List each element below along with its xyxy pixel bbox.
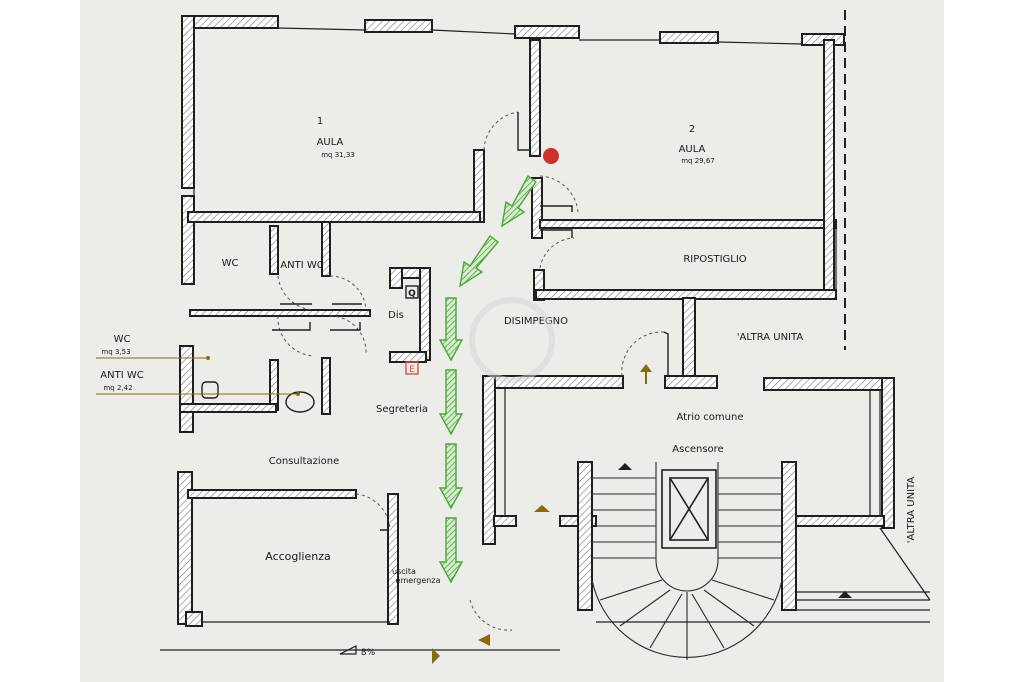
e-box bbox=[405, 361, 419, 375]
wc-label: WC bbox=[222, 258, 239, 269]
sink-fixture bbox=[201, 381, 219, 399]
triangle-icon bbox=[618, 463, 632, 470]
toilet-fixture bbox=[285, 391, 315, 413]
slope-triangle-icon bbox=[339, 645, 357, 655]
aula2-name: AULA bbox=[679, 144, 706, 155]
anti-wc-callout-area: mq 2,42 bbox=[103, 384, 132, 392]
escape-arrow bbox=[438, 443, 464, 510]
exit-label-line2: emergenza bbox=[396, 576, 441, 585]
atrio-label: Atrio comune bbox=[677, 412, 744, 423]
wc-callout-label: WC bbox=[114, 334, 131, 345]
escape-route bbox=[438, 174, 537, 584]
e-box-label: E bbox=[409, 365, 415, 375]
escape-arrow bbox=[438, 517, 464, 584]
wc-callout-area: mq 3,53 bbox=[101, 348, 130, 356]
leader-dot bbox=[296, 392, 300, 396]
walls bbox=[177, 15, 895, 627]
door-swings bbox=[277, 111, 665, 631]
escape-arrow bbox=[438, 369, 464, 436]
dis-label: Dis bbox=[388, 310, 404, 321]
altra-unita-vertical-label: 'ALTRA UNITA bbox=[906, 477, 917, 544]
watermark bbox=[469, 297, 555, 383]
accoglienza-label: Accoglienza bbox=[265, 550, 331, 563]
stairwell bbox=[591, 462, 783, 660]
exit-label-line1: uscita bbox=[392, 567, 416, 576]
consultazione-label: Consultazione bbox=[269, 456, 339, 467]
slope-label: 8% bbox=[361, 648, 376, 658]
escape-arrow bbox=[501, 174, 537, 228]
up-arrow-marker bbox=[640, 364, 652, 384]
door-leaves bbox=[272, 112, 669, 531]
escape-arrow bbox=[438, 297, 464, 362]
q-box bbox=[405, 285, 419, 299]
emergency-marker-icon bbox=[543, 148, 559, 164]
aula2-area: mq 29,67 bbox=[681, 157, 715, 165]
ripostiglio-label: RIPOSTIGLIO bbox=[683, 254, 746, 265]
altra-unita-label: 'ALTRA UNITA bbox=[737, 332, 804, 343]
callout-leaders bbox=[96, 357, 298, 395]
triangle-icon bbox=[432, 648, 440, 664]
q-box-label: Q bbox=[408, 289, 416, 299]
anti-wc-label: ANTI WC bbox=[280, 260, 323, 271]
inner-lines bbox=[160, 27, 931, 651]
ascensore-label: Ascensore bbox=[672, 444, 723, 455]
elevator-shaft bbox=[661, 469, 717, 549]
aula2-number: 2 bbox=[689, 124, 695, 135]
triangle-icon bbox=[534, 505, 550, 512]
segreteria-label: Segreteria bbox=[376, 404, 428, 415]
disimpegno-label: DISIMPEGNO bbox=[504, 316, 568, 327]
triangle-icon bbox=[478, 634, 490, 646]
aula1-area: mq 31,33 bbox=[321, 151, 355, 159]
leader-dot bbox=[206, 356, 210, 360]
aula1-number: 1 bbox=[317, 116, 323, 127]
anti-wc-callout-label: ANTI WC bbox=[100, 370, 143, 381]
escape-arrow bbox=[459, 234, 500, 288]
paper-sheet bbox=[80, 0, 944, 682]
triangle-icon bbox=[838, 591, 852, 598]
aula1-name: AULA bbox=[317, 137, 344, 148]
level-markers bbox=[432, 463, 852, 664]
